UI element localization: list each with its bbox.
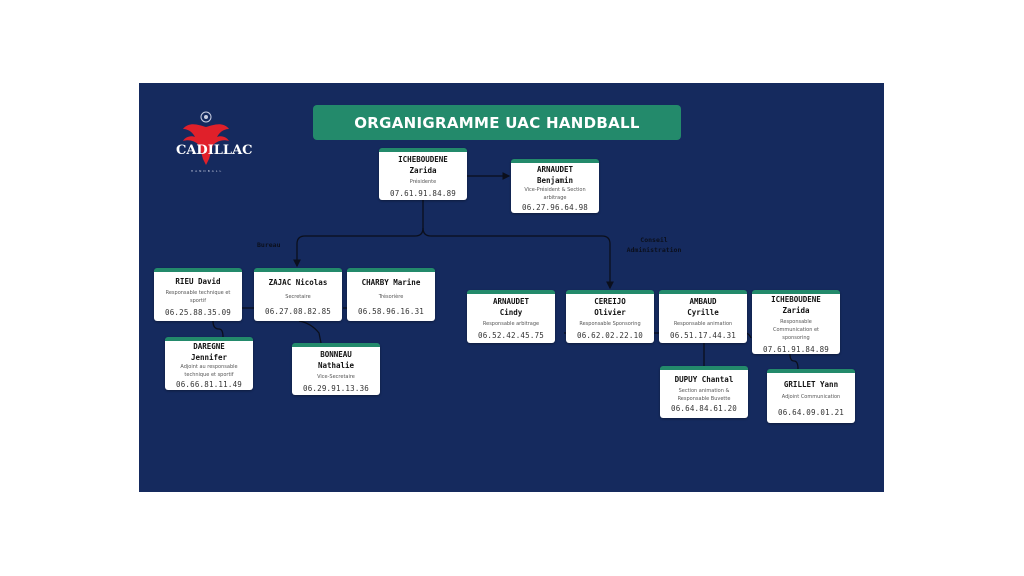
member-role: Adjoint Communication xyxy=(781,393,841,400)
member-name: ZAJAC Nicolas xyxy=(268,277,328,287)
member-phone: 06.29.91.13.36 xyxy=(302,383,369,393)
card-arnaudet-cindy[interactable]: ARNAUDET Cindy Responsable arbitrage 06.… xyxy=(467,290,555,343)
member-phone: 06.51.17.44.31 xyxy=(669,331,736,340)
page-title: ORGANIGRAMME UAC HANDBALL xyxy=(313,105,681,140)
group-label-conseil: Conseil Administration xyxy=(626,236,682,254)
card-grillet[interactable]: GRILLET Yann Adjoint Communication 06.64… xyxy=(767,369,855,423)
connector-rieu-daregne xyxy=(212,320,224,338)
member-first-name: Cyrille xyxy=(687,308,719,317)
member-last-name: ICHEBOUDENE xyxy=(398,154,448,164)
card-rieu[interactable]: RIEU David Responsable technique et spor… xyxy=(154,268,242,321)
logo-name: CADILLAC xyxy=(176,143,253,158)
member-first-name: Olivier xyxy=(594,308,626,317)
member-phone: 06.66.81.11.49 xyxy=(175,380,242,389)
member-role: Responsable arbitrage xyxy=(482,321,540,327)
member-phone: 06.62.02.22.10 xyxy=(576,331,643,340)
member-first-name: Zarida xyxy=(409,165,437,175)
logo-subtitle: HANDBALL xyxy=(190,169,224,173)
member-last-name: BONNEAU xyxy=(320,349,352,359)
member-role: Vice-Président & Section arbitrage xyxy=(524,186,586,201)
connector-to-conseil xyxy=(422,227,614,290)
member-last-name: ARNAUDET xyxy=(536,164,574,174)
member-phone: 06.25.88.35.09 xyxy=(164,307,231,317)
member-last-name: ARNAUDET xyxy=(492,297,530,306)
member-first-name: Cindy xyxy=(499,308,523,317)
member-phone: 06.64.09.01.21 xyxy=(777,407,844,417)
group-label-bureau: Bureau xyxy=(257,241,281,249)
member-name: GRILLET Yann xyxy=(783,379,839,389)
member-role: Responsable technique et sportif xyxy=(165,289,231,304)
org-chart-canvas: CADILLAC HANDBALL ORGANIGRAMME UAC HANDB… xyxy=(139,83,884,492)
connector-zajac-bonneau xyxy=(298,320,322,344)
member-role: Adjoint au responsable technique et spor… xyxy=(180,364,238,378)
member-last-name: ICHEBOUDENE xyxy=(771,294,821,304)
card-charby[interactable]: CHARBY Marine Trésorière 06.58.96.16.31 xyxy=(347,268,435,321)
member-name: RIEU David xyxy=(175,276,221,286)
phoenix-handball-logo-icon xyxy=(183,111,229,165)
member-first-name: Zarida xyxy=(782,305,810,315)
card-ambaud[interactable]: AMBAUD Cyrille Responsable animation 06.… xyxy=(659,290,747,343)
member-last-name: AMBAUD xyxy=(689,297,717,306)
member-role: Trésorière xyxy=(378,293,404,300)
member-first-name: Benjamin xyxy=(536,175,574,185)
member-phone: 06.58.96.16.31 xyxy=(357,306,424,316)
member-name: DUPUY Chantal xyxy=(674,375,734,384)
member-phone: 06.27.96.64.98 xyxy=(521,202,588,212)
card-vice-president[interactable]: ARNAUDET Benjamin Vice-Président & Secti… xyxy=(511,159,599,213)
member-role: Vice-Secretaire xyxy=(317,373,355,380)
member-name: CHARBY Marine xyxy=(361,277,421,287)
card-icheboudene-communication[interactable]: ICHEBOUDENE Zarida Responsable Communica… xyxy=(752,290,840,354)
card-president[interactable]: ICHEBOUDENE Zarida Présidente 07.61.91.8… xyxy=(379,148,467,200)
member-phone: 07.61.91.84.89 xyxy=(762,344,829,354)
card-cereijo[interactable]: CEREIJO Olivier Responsable Sponsoring 0… xyxy=(566,290,654,343)
card-dupuy[interactable]: DUPUY Chantal Section animation & Respon… xyxy=(660,366,748,418)
member-role: Section animation & Responsable Buvette xyxy=(677,388,731,402)
member-phone: 06.27.08.82.85 xyxy=(264,306,331,316)
member-role: Responsable Communication et sponsoring xyxy=(772,318,820,341)
connector-to-bureau xyxy=(293,227,424,268)
member-role: Responsable Sponsoring xyxy=(579,321,641,327)
member-phone: 06.64.84.61.20 xyxy=(670,404,737,413)
member-phone: 06.52.42.45.75 xyxy=(477,331,544,340)
member-phone: 07.61.91.84.89 xyxy=(389,188,456,198)
member-role: Secretaire xyxy=(285,293,311,300)
member-last-name: DAREGNE xyxy=(193,342,225,351)
member-first-name: Nathalie xyxy=(317,360,355,370)
card-bonneau[interactable]: BONNEAU Nathalie Vice-Secretaire 06.29.9… xyxy=(292,343,380,395)
member-role: Responsable animation xyxy=(673,321,733,327)
card-daregne[interactable]: DAREGNE Jennifer Adjoint au responsable … xyxy=(165,337,253,390)
member-role: Présidente xyxy=(409,178,437,185)
member-last-name: CEREIJO xyxy=(594,297,626,306)
connector-comm-grillet xyxy=(789,353,799,370)
card-zajac[interactable]: ZAJAC Nicolas Secretaire 06.27.08.82.85 xyxy=(254,268,342,321)
member-first-name: Jennifer xyxy=(190,353,228,362)
